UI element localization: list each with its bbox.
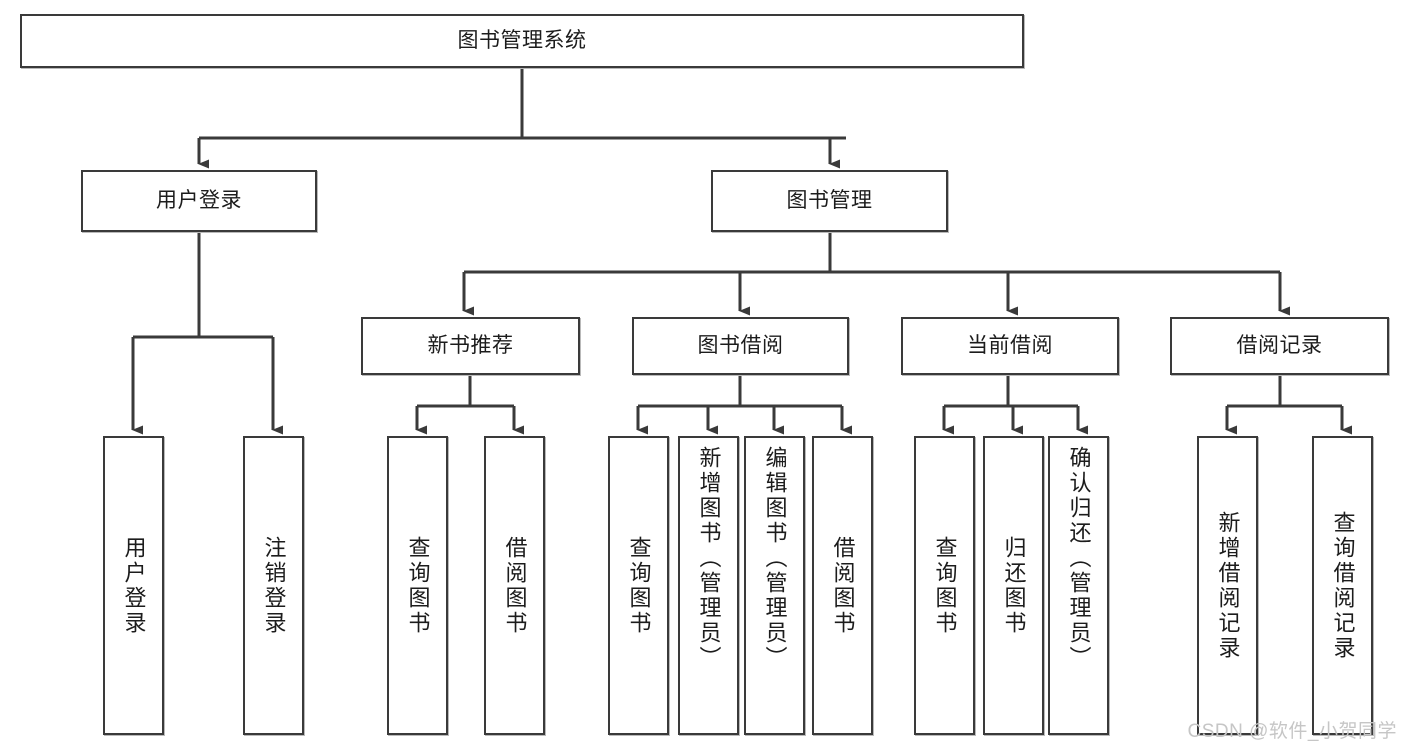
node-new-book-rec-label: 新书推荐 bbox=[427, 334, 514, 358]
node-leaf-add-record[interactable]: 新增借阅记录 bbox=[1197, 436, 1258, 735]
node-leaf-logout[interactable]: 注销登录 bbox=[243, 436, 304, 735]
node-leaf-query-book-2[interactable]: 查询图书 bbox=[608, 436, 669, 735]
node-borrow-record[interactable]: 借阅记录 bbox=[1170, 317, 1389, 375]
node-leaf-borrow-book-2[interactable]: 借阅图书 bbox=[812, 436, 873, 735]
node-leaf-add-book[interactable]: 新增图书（管理员） bbox=[678, 436, 739, 735]
node-leaf-query-book-3[interactable]: 查询图书 bbox=[914, 436, 975, 735]
node-leaf-query-book-2-label: 查询图书 bbox=[626, 535, 652, 636]
node-borrow-record-label: 借阅记录 bbox=[1236, 334, 1323, 358]
node-leaf-return-book-label: 归还图书 bbox=[1001, 535, 1027, 636]
node-leaf-confirm-return-label: 确认归还（管理员） bbox=[1066, 446, 1092, 671]
node-leaf-confirm-return[interactable]: 确认归还（管理员） bbox=[1048, 436, 1109, 735]
node-leaf-query-book-3-label: 查询图书 bbox=[932, 535, 958, 636]
node-user-login[interactable]: 用户登录 bbox=[81, 170, 317, 232]
node-current-borrow[interactable]: 当前借阅 bbox=[901, 317, 1119, 375]
node-leaf-user-login[interactable]: 用户登录 bbox=[103, 436, 164, 735]
node-book-manage-label: 图书管理 bbox=[786, 189, 873, 213]
node-book-borrow[interactable]: 图书借阅 bbox=[632, 317, 849, 375]
node-book-borrow-label: 图书借阅 bbox=[697, 334, 784, 358]
node-current-borrow-label: 当前借阅 bbox=[967, 334, 1053, 358]
node-leaf-return-book[interactable]: 归还图书 bbox=[983, 436, 1044, 735]
node-leaf-borrow-book-1[interactable]: 借阅图书 bbox=[484, 436, 545, 735]
node-leaf-add-book-label: 新增图书（管理员） bbox=[696, 446, 722, 671]
node-root[interactable]: 图书管理系统 bbox=[20, 14, 1024, 68]
node-leaf-user-login-label: 用户登录 bbox=[121, 535, 147, 636]
node-leaf-query-record[interactable]: 查询借阅记录 bbox=[1312, 436, 1373, 735]
node-leaf-add-record-label: 新增借阅记录 bbox=[1215, 510, 1241, 661]
node-leaf-borrow-book-1-label: 借阅图书 bbox=[502, 535, 528, 636]
node-leaf-edit-book[interactable]: 编辑图书（管理员） bbox=[744, 436, 805, 735]
node-leaf-query-book-1[interactable]: 查询图书 bbox=[387, 436, 448, 735]
node-new-book-rec[interactable]: 新书推荐 bbox=[361, 317, 580, 375]
node-user-login-label: 用户登录 bbox=[156, 189, 242, 213]
node-leaf-borrow-book-2-label: 借阅图书 bbox=[830, 535, 856, 636]
node-leaf-logout-label: 注销登录 bbox=[261, 535, 287, 636]
node-root-label: 图书管理系统 bbox=[457, 29, 587, 53]
node-leaf-query-record-label: 查询借阅记录 bbox=[1330, 510, 1356, 661]
node-book-manage[interactable]: 图书管理 bbox=[711, 170, 948, 232]
node-leaf-edit-book-label: 编辑图书（管理员） bbox=[762, 446, 788, 671]
node-leaf-query-book-1-label: 查询图书 bbox=[405, 535, 431, 636]
